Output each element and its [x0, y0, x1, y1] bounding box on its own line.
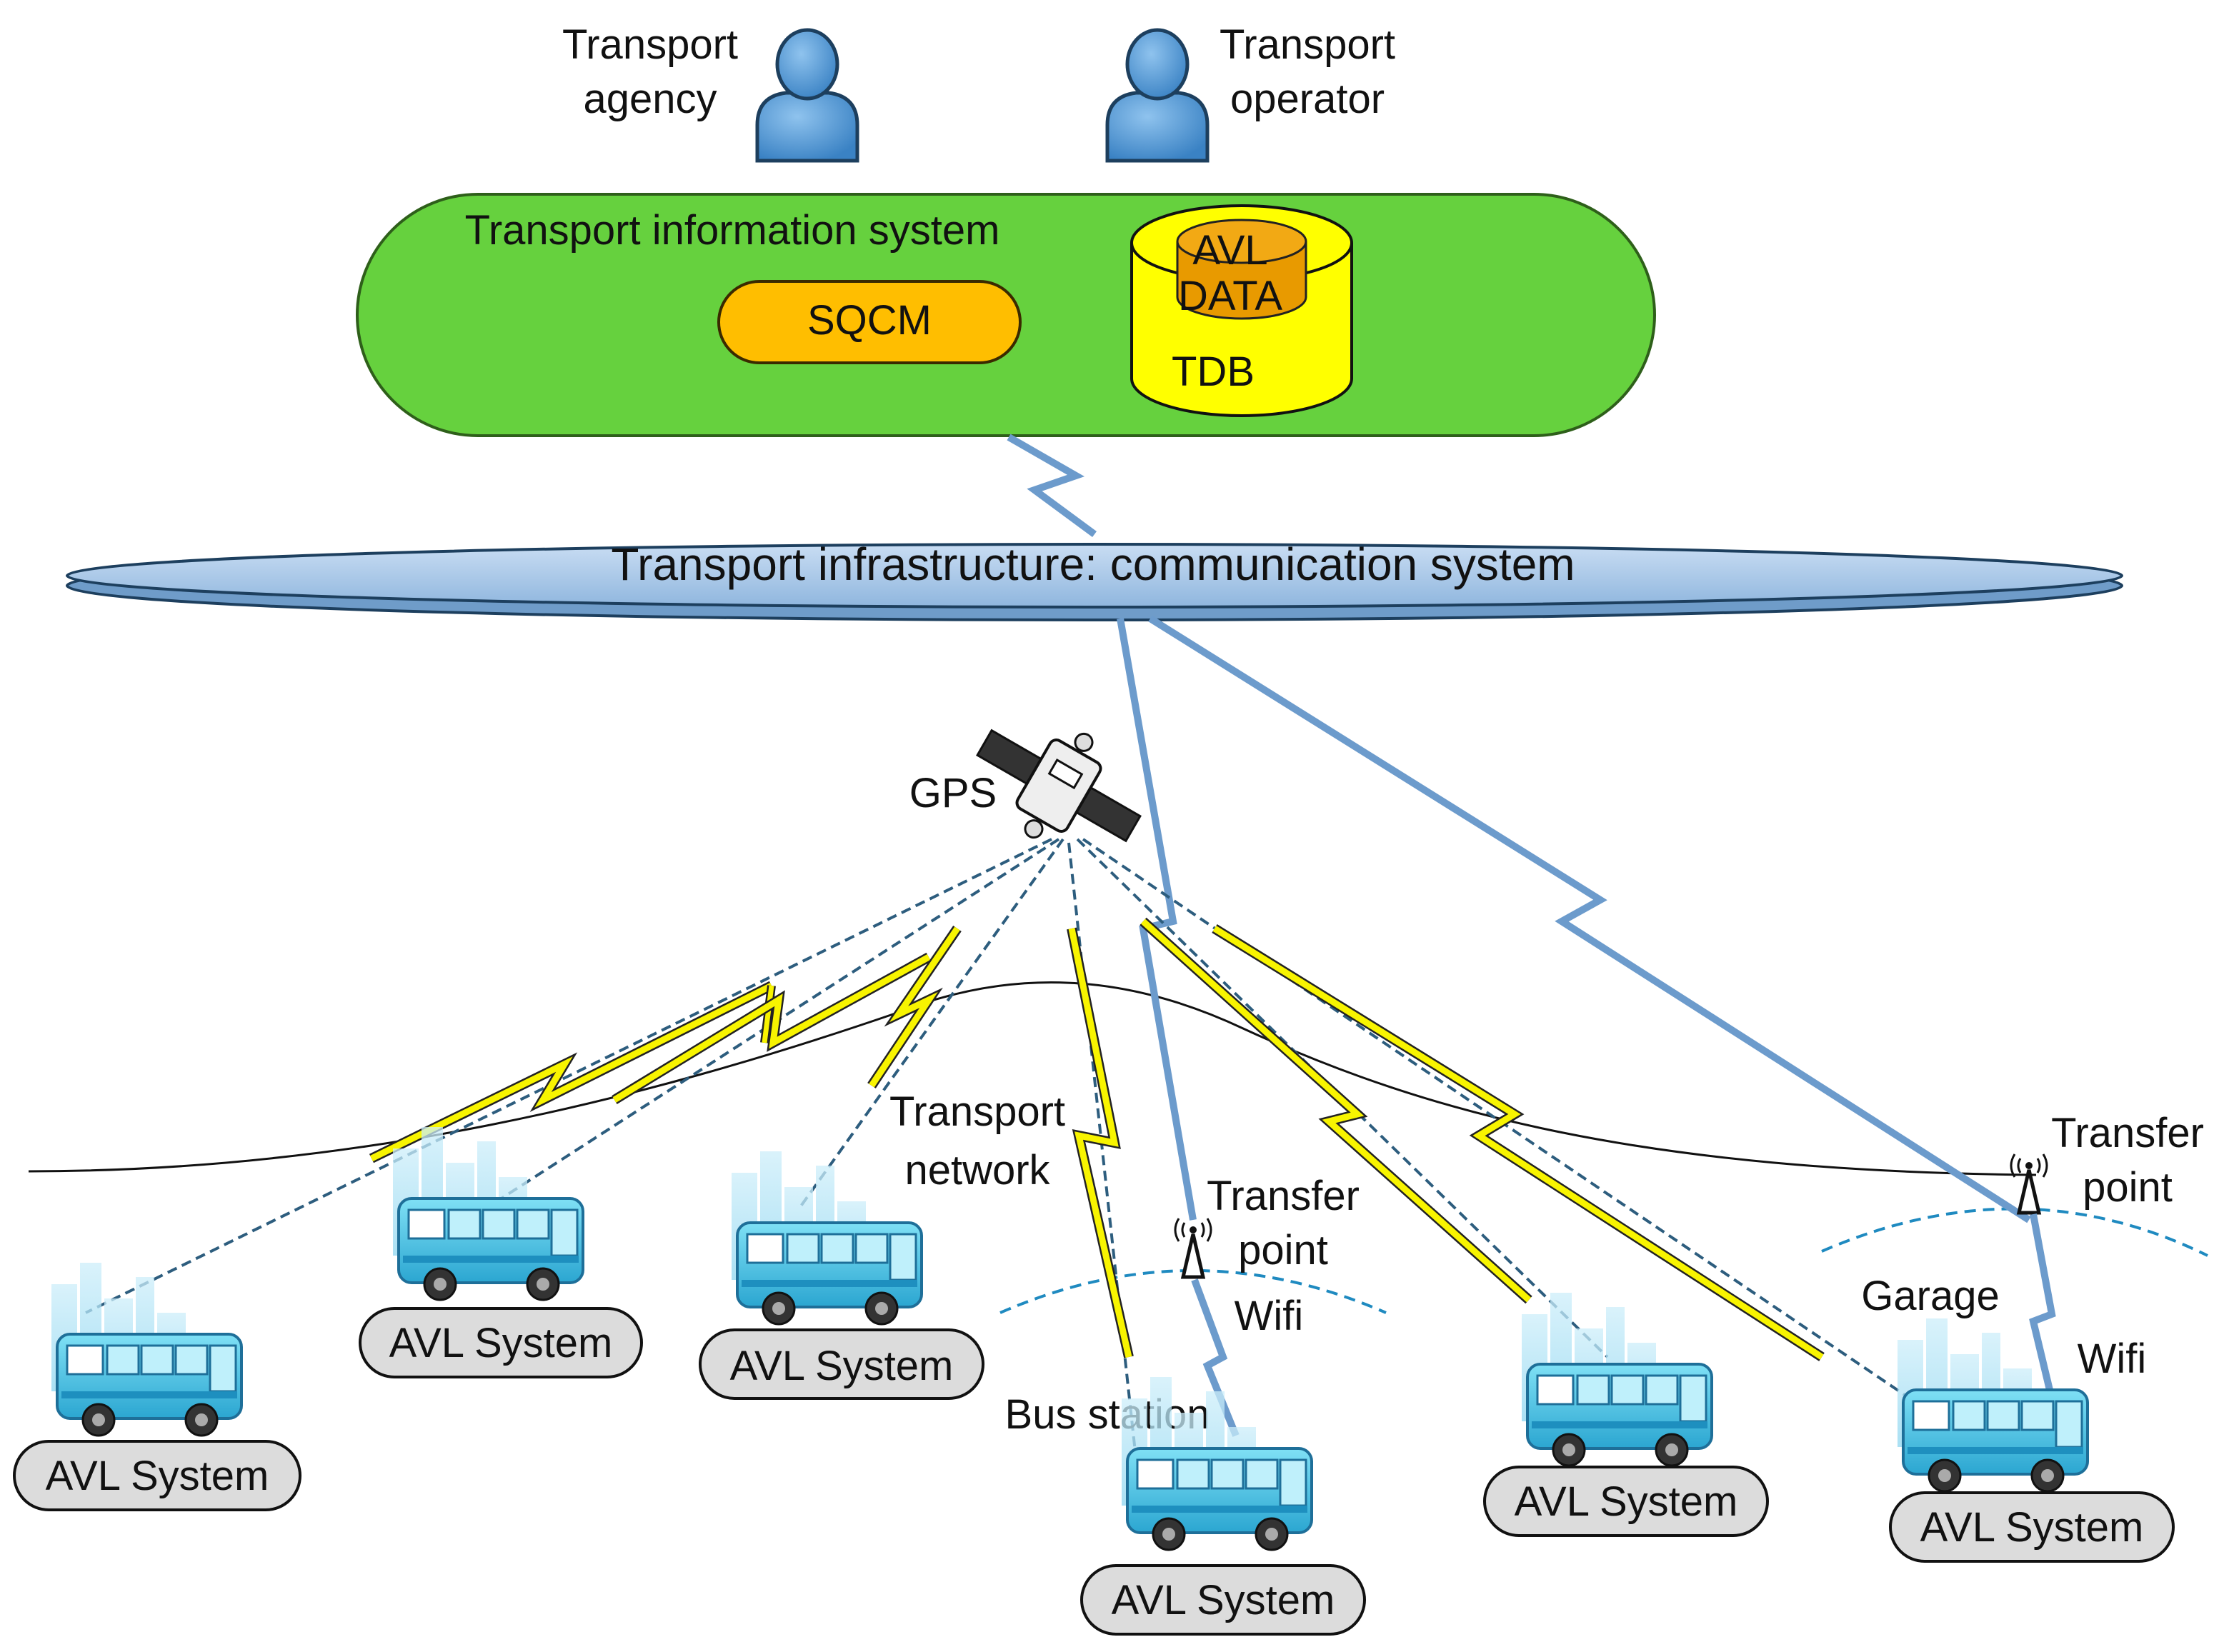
avl-system-label: AVL System [46, 1453, 269, 1499]
operator-label-line2: operator [1230, 76, 1385, 122]
bus-station-wifi-coverage [999, 1269, 1387, 1314]
operator-label-line1: Transport [1220, 21, 1395, 68]
gps-signal-bolts [369, 917, 1825, 1361]
agency-label-line2: agency [583, 76, 717, 122]
wifi-label-2: Wifi [2078, 1336, 2147, 1382]
garage-label: Garage [1861, 1273, 1999, 1319]
sqcm-module: SQCM [717, 280, 1022, 364]
avl-system-label: AVL System [1112, 1577, 1335, 1623]
transfer-point-2-line2: point [2083, 1164, 2173, 1211]
avl-system-label: AVL System [1920, 1504, 2144, 1551]
bus-icon [1520, 1291, 1713, 1467]
bus-icon [730, 1150, 923, 1326]
antenna-icon [1175, 1218, 1211, 1277]
gps-satellite [976, 729, 1142, 843]
avl-data-label-line2: DATA [1178, 273, 1282, 319]
garage-wifi-link [2029, 1213, 2061, 1424]
avl-system-label: AVL System [730, 1343, 954, 1389]
avl-data-store: AVL DATA [1176, 219, 1307, 320]
agency-label-line1: Transport [562, 21, 738, 68]
infrastructure-transfer-point-link [1117, 618, 1197, 1221]
avl-system-pill: AVL System [699, 1328, 984, 1400]
avl-data-label-line1: AVL [1192, 227, 1267, 274]
person-icon [757, 30, 857, 161]
avl-system-pill: AVL System [359, 1307, 643, 1378]
person-icon [1107, 30, 1207, 161]
bus-icon [392, 1126, 584, 1301]
bus-icon [1896, 1317, 2089, 1493]
infrastructure-title: Transport infrastructure: communication … [611, 539, 1575, 590]
transport-agency-actor: Transport agency [562, 21, 857, 161]
avl-system-pill: AVL System [1483, 1466, 1769, 1537]
transfer-point-1-line2: point [1238, 1227, 1328, 1273]
tis-title: Transport information system [465, 207, 1000, 254]
transport-network-boundary [28, 981, 2037, 1176]
bus-icon [50, 1261, 243, 1437]
transport-network-line1: Transport [889, 1088, 1065, 1135]
garage-wifi-coverage [1821, 1207, 2208, 1257]
tdb-label: TDB [1172, 349, 1255, 395]
avl-system-label: AVL System [389, 1320, 613, 1366]
avl-system-pill: AVL System [13, 1440, 301, 1511]
avl-system-pill: AVL System [1889, 1491, 2175, 1563]
communication-infrastructure: Transport infrastructure: communication … [66, 539, 2123, 621]
transport-network-line2: network [904, 1147, 1050, 1193]
antenna-icon [2011, 1154, 2047, 1213]
transport-information-system: Transport information system SQCM AVL DA… [356, 193, 1656, 437]
transfer-point-1-line1: Transfer [1207, 1173, 1360, 1219]
tdb-database: AVL DATA TDB [1130, 204, 1353, 417]
infrastructure-garage-link [1148, 615, 2031, 1223]
satellite-icon [1015, 739, 1102, 833]
tis-infrastructure-link [1007, 434, 1097, 538]
transport-operator-actor: Transport operator [1107, 21, 1395, 161]
sqcm-label: SQCM [807, 297, 932, 344]
transfer-point-2-line1: Transfer [2051, 1110, 2204, 1156]
avl-system-pill: AVL System [1080, 1564, 1366, 1636]
gps-label: GPS [909, 770, 997, 816]
wifi-label-1: Wifi [1235, 1293, 1304, 1339]
avl-system-label: AVL System [1515, 1478, 1738, 1525]
